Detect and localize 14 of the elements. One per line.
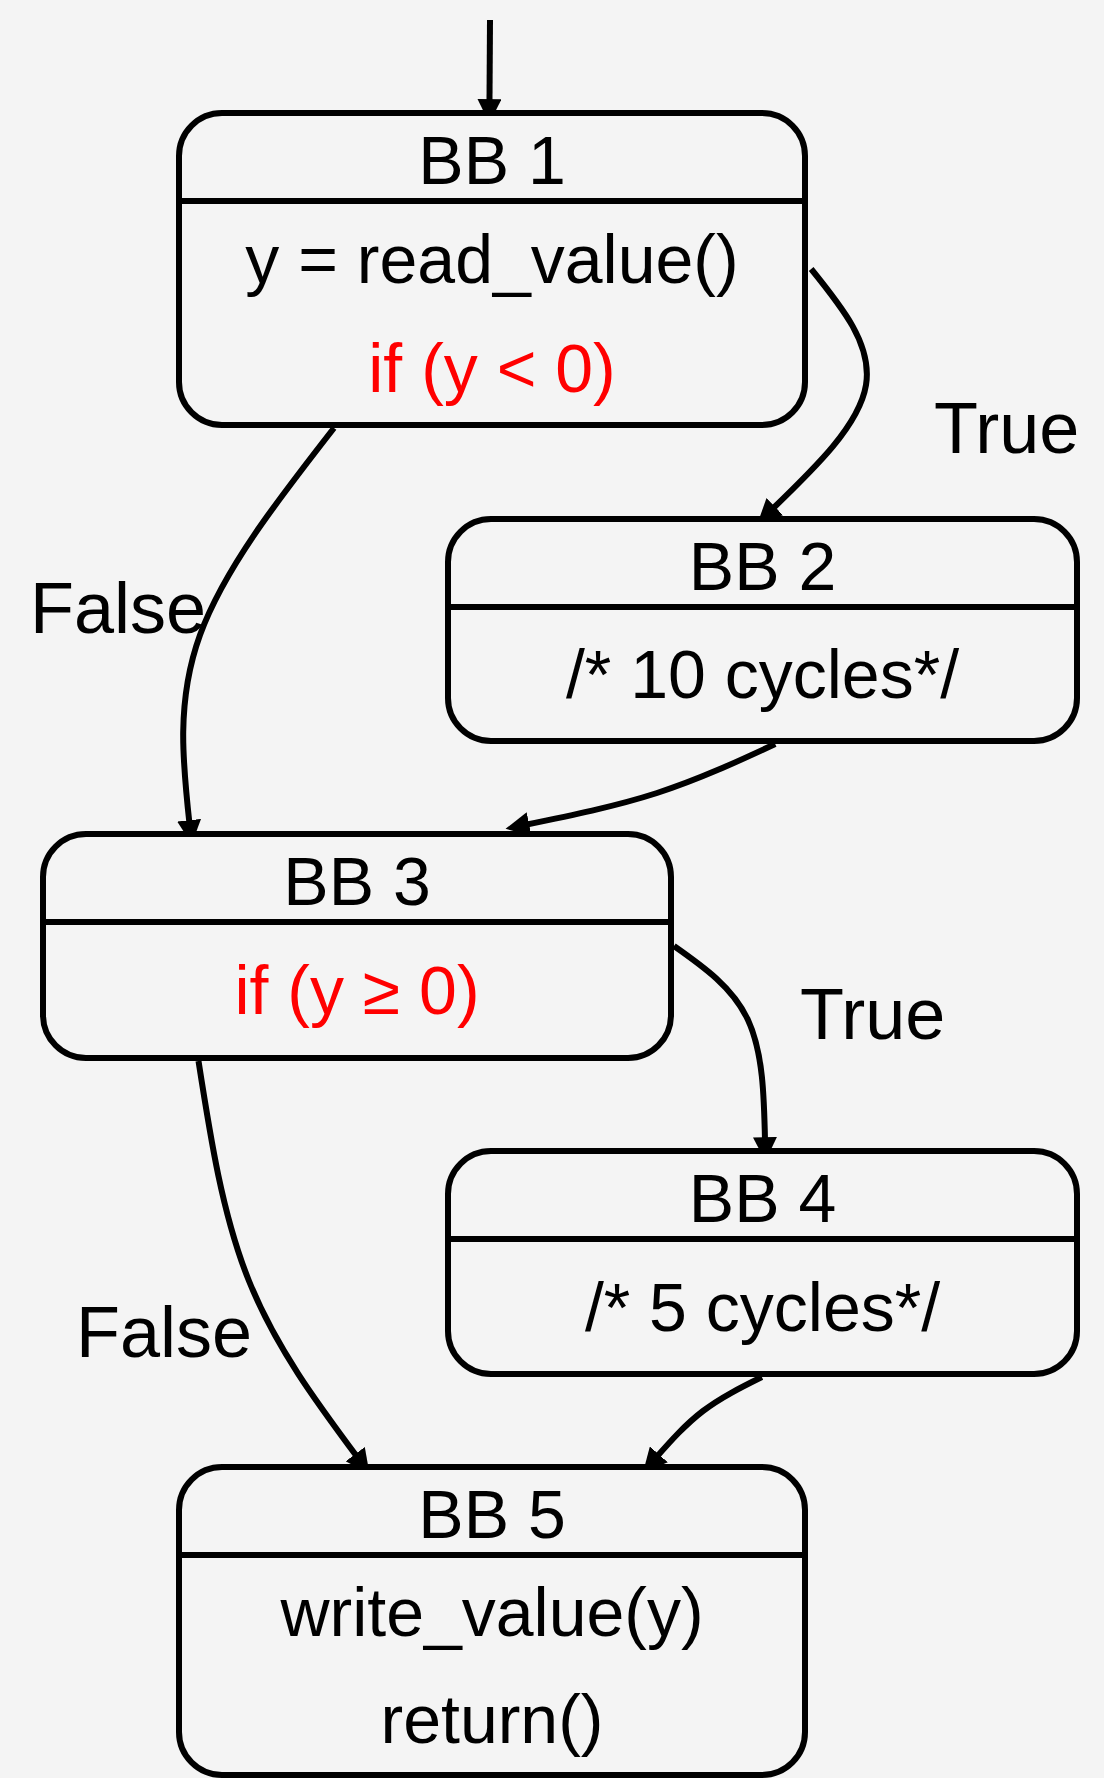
edge-label: True [800, 978, 946, 1050]
edge-label: False [76, 1296, 253, 1368]
basic-block-box [40, 831, 674, 1061]
block-title: BB 4 [688, 1164, 837, 1232]
block-title: BB 3 [283, 847, 431, 915]
basic-block-box [176, 110, 808, 428]
basic-block-box [445, 1148, 1080, 1377]
edge-label: True [934, 392, 1080, 464]
edge-label: False [30, 572, 207, 644]
basic-block-box [176, 1464, 808, 1778]
block-title: BB 2 [688, 532, 837, 600]
block-title: BB 1 [418, 126, 566, 194]
basic-block-box [445, 516, 1080, 744]
block-title: BB 5 [418, 1480, 566, 1548]
